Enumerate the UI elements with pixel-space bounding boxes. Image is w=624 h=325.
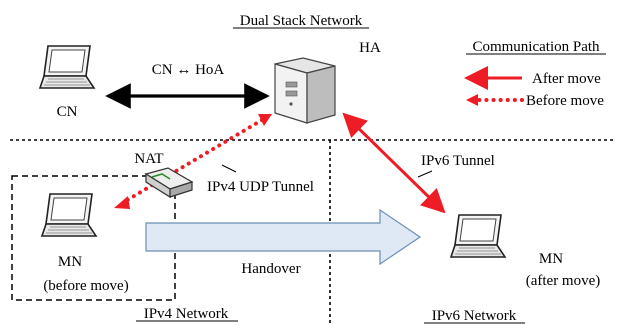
legend-before-move-arrowhead <box>466 94 478 106</box>
before-move-arrowhead-ha <box>258 114 272 126</box>
ipv4-network-label: IPv4 Network <box>144 306 229 322</box>
ipv6-tunnel-label: IPv6 Tunnel <box>421 153 495 169</box>
ipv6-network-label: IPv6 Network <box>432 308 517 324</box>
nat-router <box>144 167 194 199</box>
after-move-path <box>342 112 446 214</box>
legend-after-move-label: After move <box>532 71 601 87</box>
mn-after-label: MN <box>539 251 563 267</box>
handover-label: Handover <box>241 261 300 277</box>
before-move-arrowhead-mn <box>114 196 130 209</box>
diagram-title: Dual Stack Network <box>240 13 363 29</box>
mn-after-sublabel: (after move) <box>526 273 601 289</box>
ha-label: HA <box>359 40 381 56</box>
before-move-path <box>122 118 264 204</box>
ipv4-udp-tunnel-leader <box>221 164 237 173</box>
ipv4-udp-tunnel-label: IPv4 UDP Tunnel <box>207 179 314 195</box>
cn-laptop <box>39 45 95 89</box>
nat-label: NAT <box>134 151 163 167</box>
handover-arrow <box>145 208 422 266</box>
legend-before-move-label: Before move <box>526 93 604 109</box>
mn-before-laptop <box>41 193 97 237</box>
legend-title: Communication Path <box>472 39 600 55</box>
ipv6-tunnel-leader <box>417 170 433 178</box>
mn-after-laptop <box>450 214 506 258</box>
cn-hoa-label: CN ↔ HoA <box>152 62 225 78</box>
mn-before-label: MN <box>58 254 82 270</box>
cn-label: CN <box>57 104 78 120</box>
ha-server <box>274 57 336 124</box>
mn-before-sublabel: (before move) <box>43 278 128 294</box>
